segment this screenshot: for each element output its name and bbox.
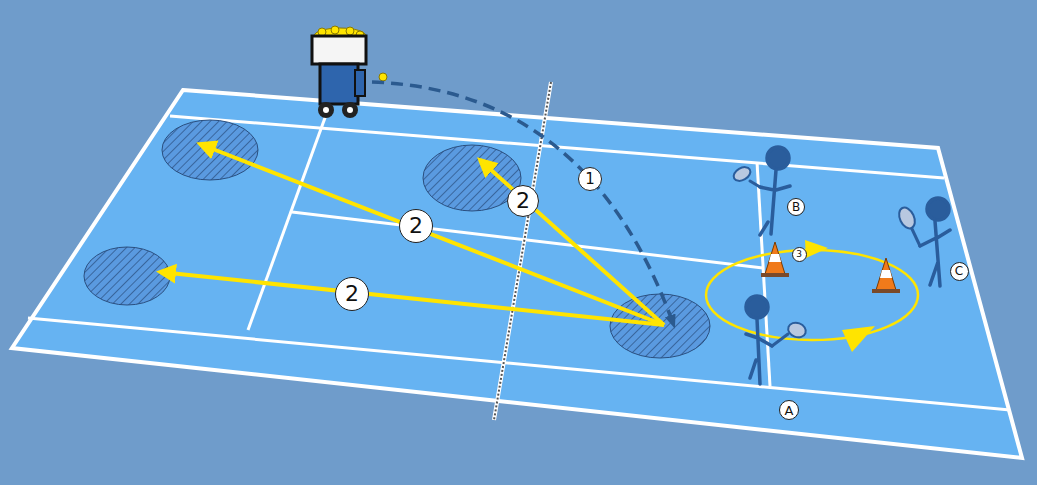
callout-number: 2 [507,185,539,217]
ball-machine [312,26,387,118]
callout-number: 1 [578,167,602,191]
shot-arrows [160,144,664,325]
rotation-loop [706,240,918,352]
callout-number: 3 [792,247,807,262]
cones [761,242,900,293]
players [731,147,950,384]
net [494,82,551,420]
player-label: B [787,198,805,216]
callout-number: 2 [399,209,433,243]
player-label: C [950,262,969,281]
ball-feed-path [372,82,674,326]
player-label: A [779,400,799,420]
target-zones [84,120,710,358]
callout-number: 2 [335,277,369,311]
